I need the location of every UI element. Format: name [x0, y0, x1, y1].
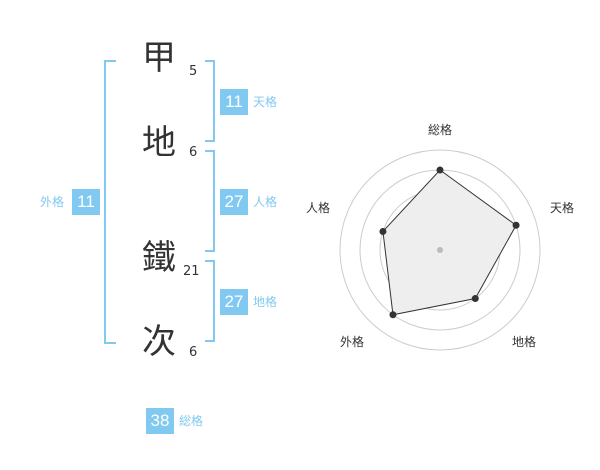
soukaku-label: 総格	[179, 414, 204, 428]
stroke-count-4: 6	[189, 345, 198, 360]
axis-label-soukaku: 総格	[428, 122, 452, 137]
stroke-count-1: 5	[189, 64, 198, 79]
soukaku-value: 38	[146, 408, 174, 434]
stroke-count-2: 6	[189, 145, 198, 160]
axis-label-chikaku: 地格	[512, 334, 536, 349]
jinkaku-value: 27	[220, 189, 248, 215]
radar-chart: 総格 天格 地格 外格 人格	[306, 122, 574, 351]
gaikaku-label: 外格	[40, 195, 65, 209]
name-char-4: 次	[142, 322, 176, 362]
tenkaku-label: 天格	[253, 95, 278, 109]
axis-label-gaikaku: 外格	[340, 334, 364, 349]
gaikaku-value: 11	[72, 189, 100, 215]
radar-point-2	[471, 295, 479, 303]
chikaku-value: 27	[220, 289, 248, 315]
radar-point-3	[389, 311, 397, 319]
radar-center	[437, 247, 443, 253]
name-char-2: 地	[142, 123, 176, 163]
chikaku-bracket	[205, 260, 215, 342]
name-char-1: 甲	[142, 38, 176, 78]
jinkaku-bracket	[205, 150, 215, 252]
radar-area	[382, 169, 517, 316]
tenkaku-bracket	[205, 60, 215, 142]
radar-point-0	[436, 166, 444, 174]
chikaku-label: 地格	[253, 295, 278, 309]
name-char-3: 鐵	[142, 238, 176, 278]
axis-label-jinkaku: 人格	[306, 200, 330, 215]
radar-points	[379, 166, 520, 319]
radar-point-1	[512, 221, 520, 229]
stroke-count-3: 21	[183, 264, 200, 279]
radar-point-4	[379, 227, 387, 235]
axis-label-tenkaku: 天格	[550, 200, 574, 215]
radar-ring	[339, 149, 541, 351]
gaikaku-bracket	[104, 60, 116, 344]
jinkaku-label: 人格	[253, 195, 278, 209]
tenkaku-value: 11	[220, 89, 248, 115]
